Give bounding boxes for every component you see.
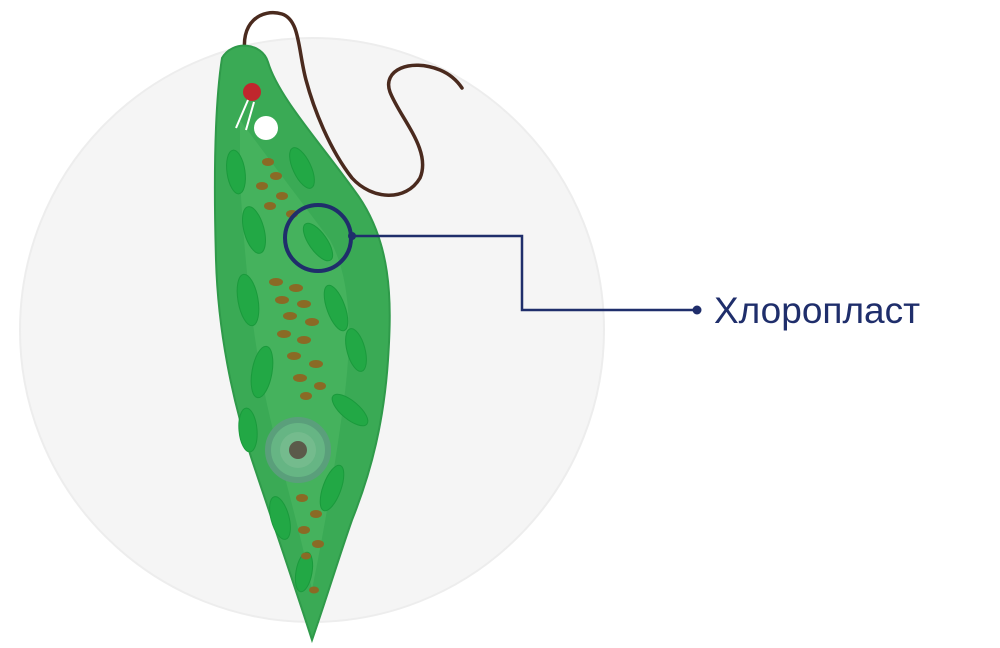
leader-line-end-dot [348, 232, 356, 240]
granule [310, 510, 322, 518]
leader-line-label-dot [693, 306, 702, 315]
granule [269, 278, 283, 286]
granule [262, 158, 274, 166]
nucleolus [289, 441, 307, 459]
granule [270, 172, 282, 180]
granule [298, 526, 310, 534]
granule [276, 192, 288, 200]
granule [309, 587, 319, 594]
granule [264, 202, 276, 210]
granule [305, 318, 319, 326]
eyespot [243, 83, 261, 101]
chloroplast-label: Хлоропласт [714, 288, 920, 334]
granule [300, 392, 312, 400]
granule [301, 553, 311, 560]
granule [256, 182, 268, 190]
granule [312, 540, 324, 548]
granule [275, 296, 289, 304]
granule [287, 352, 301, 360]
granule [277, 330, 291, 338]
granule [289, 284, 303, 292]
contractile-vacuole [254, 116, 278, 140]
granule [314, 382, 326, 390]
granule [296, 494, 308, 502]
granule [309, 360, 323, 368]
granule [293, 374, 307, 382]
granule [283, 312, 297, 320]
granule [297, 336, 311, 344]
granule [297, 300, 311, 308]
